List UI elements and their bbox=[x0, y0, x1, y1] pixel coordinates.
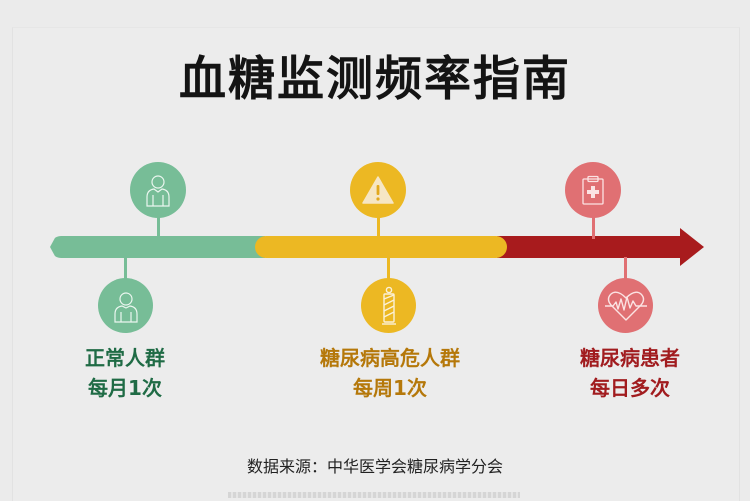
data-source: 数据来源：中华医学会糖尿病学分会 bbox=[246, 457, 503, 476]
connector-line bbox=[592, 215, 595, 239]
group-label-normal: 正常人群 每月1次 bbox=[40, 343, 210, 403]
connector-line bbox=[624, 257, 627, 281]
warning-triangle-icon bbox=[362, 176, 394, 204]
node-high-risk-top bbox=[350, 162, 406, 218]
group-name: 正常人群 bbox=[85, 346, 165, 370]
person-icon bbox=[146, 175, 170, 207]
group-name: 糖尿病患者 bbox=[580, 346, 680, 370]
node-normal-top bbox=[130, 162, 186, 218]
timeline-segment-high-risk bbox=[255, 236, 507, 258]
group-frequency: 每周1次 bbox=[353, 376, 427, 400]
arrow-head-icon bbox=[680, 228, 704, 266]
connector-line bbox=[157, 215, 160, 239]
group-frequency: 每日多次 bbox=[590, 376, 670, 400]
connector-line bbox=[387, 257, 390, 281]
node-patient-top bbox=[565, 162, 621, 218]
connector-line bbox=[124, 257, 127, 281]
timeline-segment-patient bbox=[497, 236, 687, 258]
infographic-card bbox=[12, 27, 740, 501]
medical-clipboard-icon bbox=[582, 175, 604, 205]
node-normal-bottom bbox=[98, 278, 153, 333]
group-label-patient: 糖尿病患者 每日多次 bbox=[545, 343, 715, 403]
page-title: 血糖监测频率指南 bbox=[179, 52, 571, 107]
person-icon bbox=[113, 291, 138, 323]
timeline-segment-normal bbox=[50, 236, 265, 258]
node-high-risk-bottom bbox=[361, 278, 416, 333]
group-name: 糖尿病高危人群 bbox=[320, 346, 460, 370]
heartbeat-icon bbox=[604, 291, 647, 321]
glucose-test-strip-icon bbox=[381, 286, 396, 325]
group-frequency: 每月1次 bbox=[88, 376, 162, 400]
fine-print bbox=[228, 492, 520, 498]
node-patient-bottom bbox=[598, 278, 653, 333]
connector-line bbox=[377, 215, 380, 239]
group-label-high-risk: 糖尿病高危人群 每周1次 bbox=[280, 343, 500, 403]
